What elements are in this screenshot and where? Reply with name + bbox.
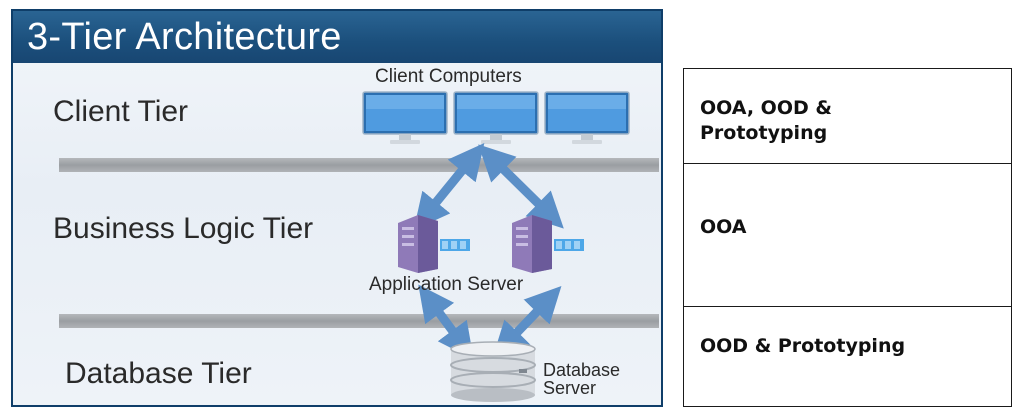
database-tier-label: Database Tier [65,357,252,390]
database-server-icon [450,341,536,402]
phase-table: OOA, OOD & Prototyping OOA OOD & Prototy… [683,68,1012,407]
phase-row: OOD & Prototyping [684,307,1011,408]
connection-arrows [413,143,564,360]
phase-row: OOA [684,164,1011,307]
arrow-app-server-to-db-2 [492,285,562,359]
business-logic-tier-label: Business Logic Tier [53,212,314,245]
phase-text: OOD & Prototyping [700,335,906,357]
client-tier-label: Client Tier [53,95,189,128]
application-server-icon [398,215,470,273]
arrow-client-to-app-server-2 [478,144,564,229]
arrow-client-to-app-server-1 [413,143,485,230]
client-computer-icon [544,91,630,144]
database-server-label: Database Server [543,360,621,398]
application-server-label: Application Server [369,274,524,295]
client-computer-icon [362,91,448,144]
phase-text: OOA [700,216,747,238]
arrow-app-server-to-db-1 [418,284,474,360]
application-server-icon [512,215,584,273]
phase-text: OOA, OOD & Prototyping [700,97,832,144]
architecture-diagram: 3-Tier Architecture Client Tier Business… [11,9,663,407]
client-computers-label: Client Computers [375,66,522,87]
diagram-title: 3-Tier Architecture [13,11,661,63]
phase-row: OOA, OOD & Prototyping [684,69,1011,164]
client-computer-icon [453,91,539,144]
